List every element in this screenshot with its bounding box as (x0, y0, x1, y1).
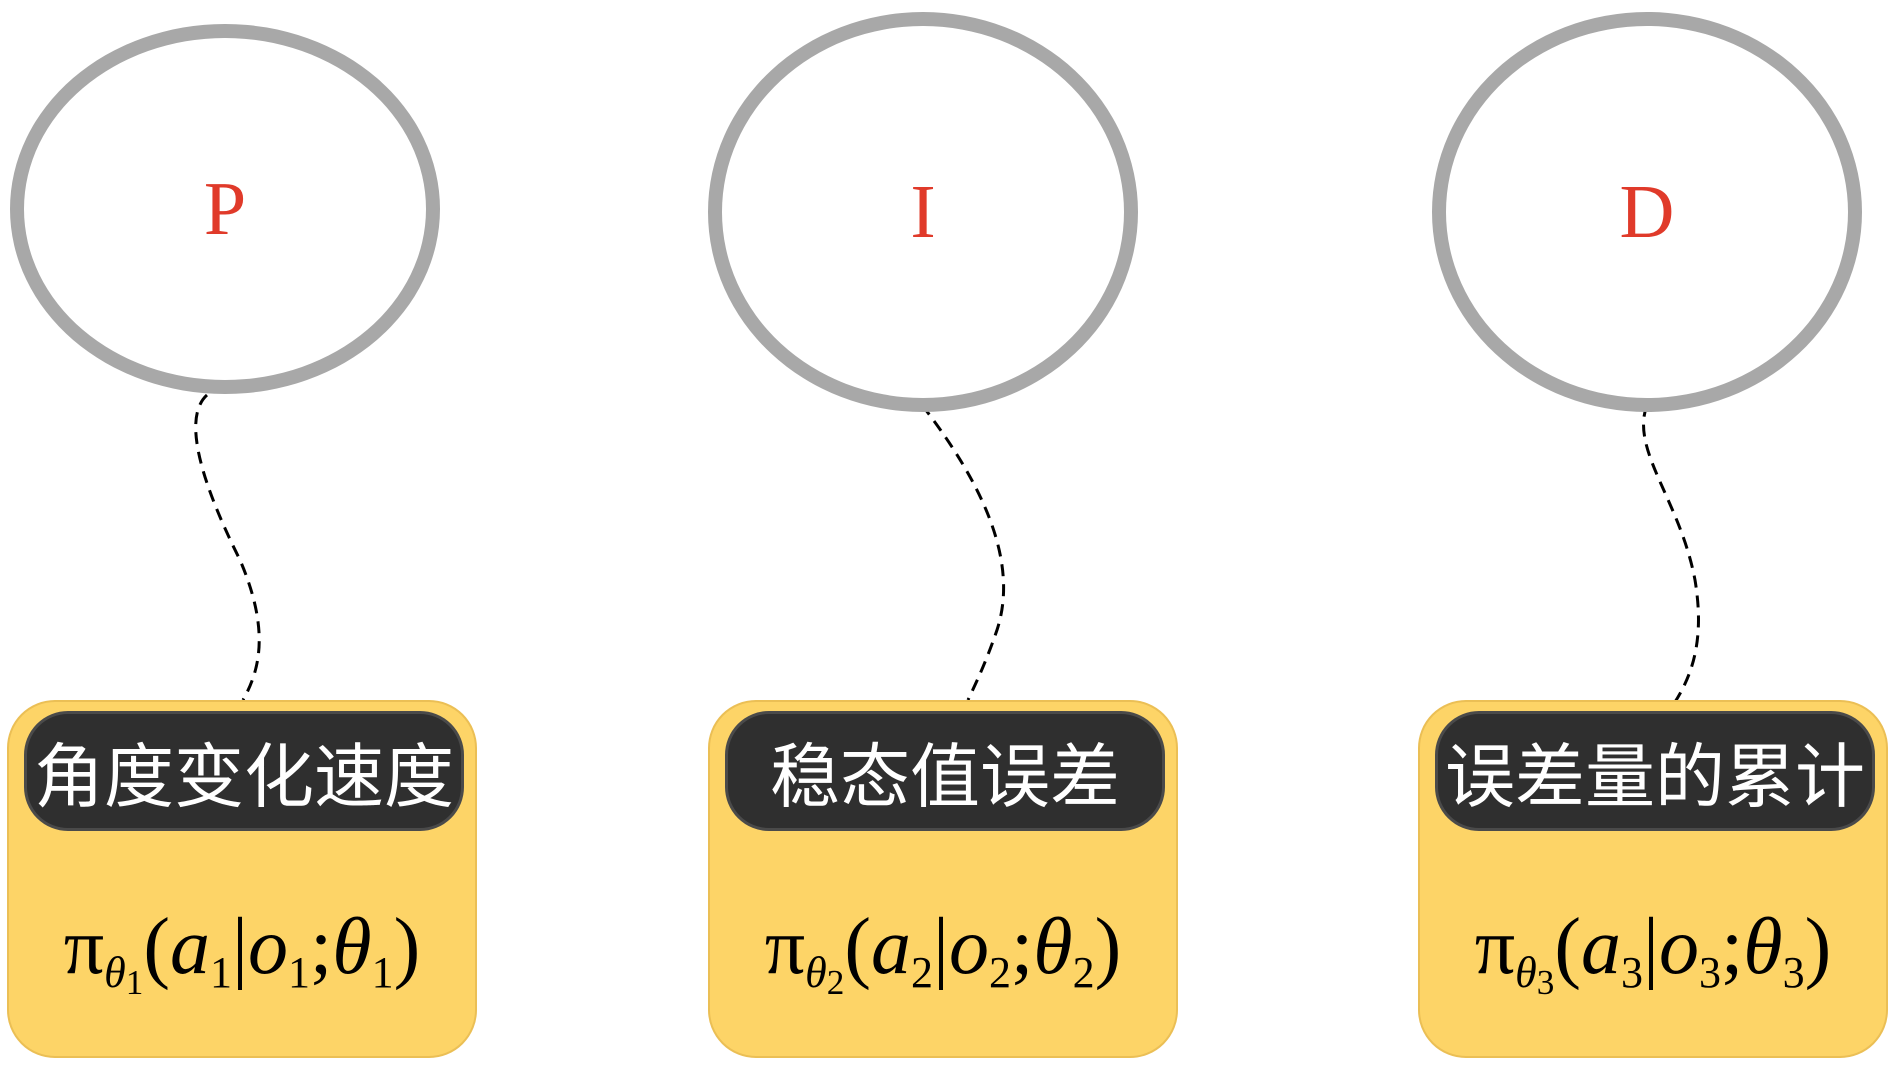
circle-label-d: D (1619, 170, 1675, 254)
connector-i (920, 404, 1006, 701)
circle-p: P (10, 24, 440, 394)
connector-p (194, 385, 261, 701)
formula-d: πθ3(a3|o3;θ3) (1474, 903, 1832, 1003)
formula-i: πθ2(a2|o2;θ2) (764, 903, 1122, 1003)
formula-p: πθ1(a1|o1;θ1) (63, 903, 421, 1003)
circle-label-p: P (203, 167, 247, 251)
connector-d (1642, 404, 1700, 703)
circle-label-i: I (910, 170, 936, 254)
circle-i: I (708, 12, 1138, 412)
card-p: 角度变化速度 πθ1(a1|o1;θ1) (7, 700, 477, 1058)
pill-label-d: 误差量的累计 (1435, 711, 1875, 831)
pill-label-p: 角度变化速度 (24, 711, 464, 831)
circle-d: D (1432, 12, 1862, 412)
card-i: 稳态值误差 πθ2(a2|o2;θ2) (708, 700, 1178, 1058)
pill-label-i: 稳态值误差 (725, 711, 1165, 831)
card-d: 误差量的累计 πθ3(a3|o3;θ3) (1418, 700, 1888, 1058)
